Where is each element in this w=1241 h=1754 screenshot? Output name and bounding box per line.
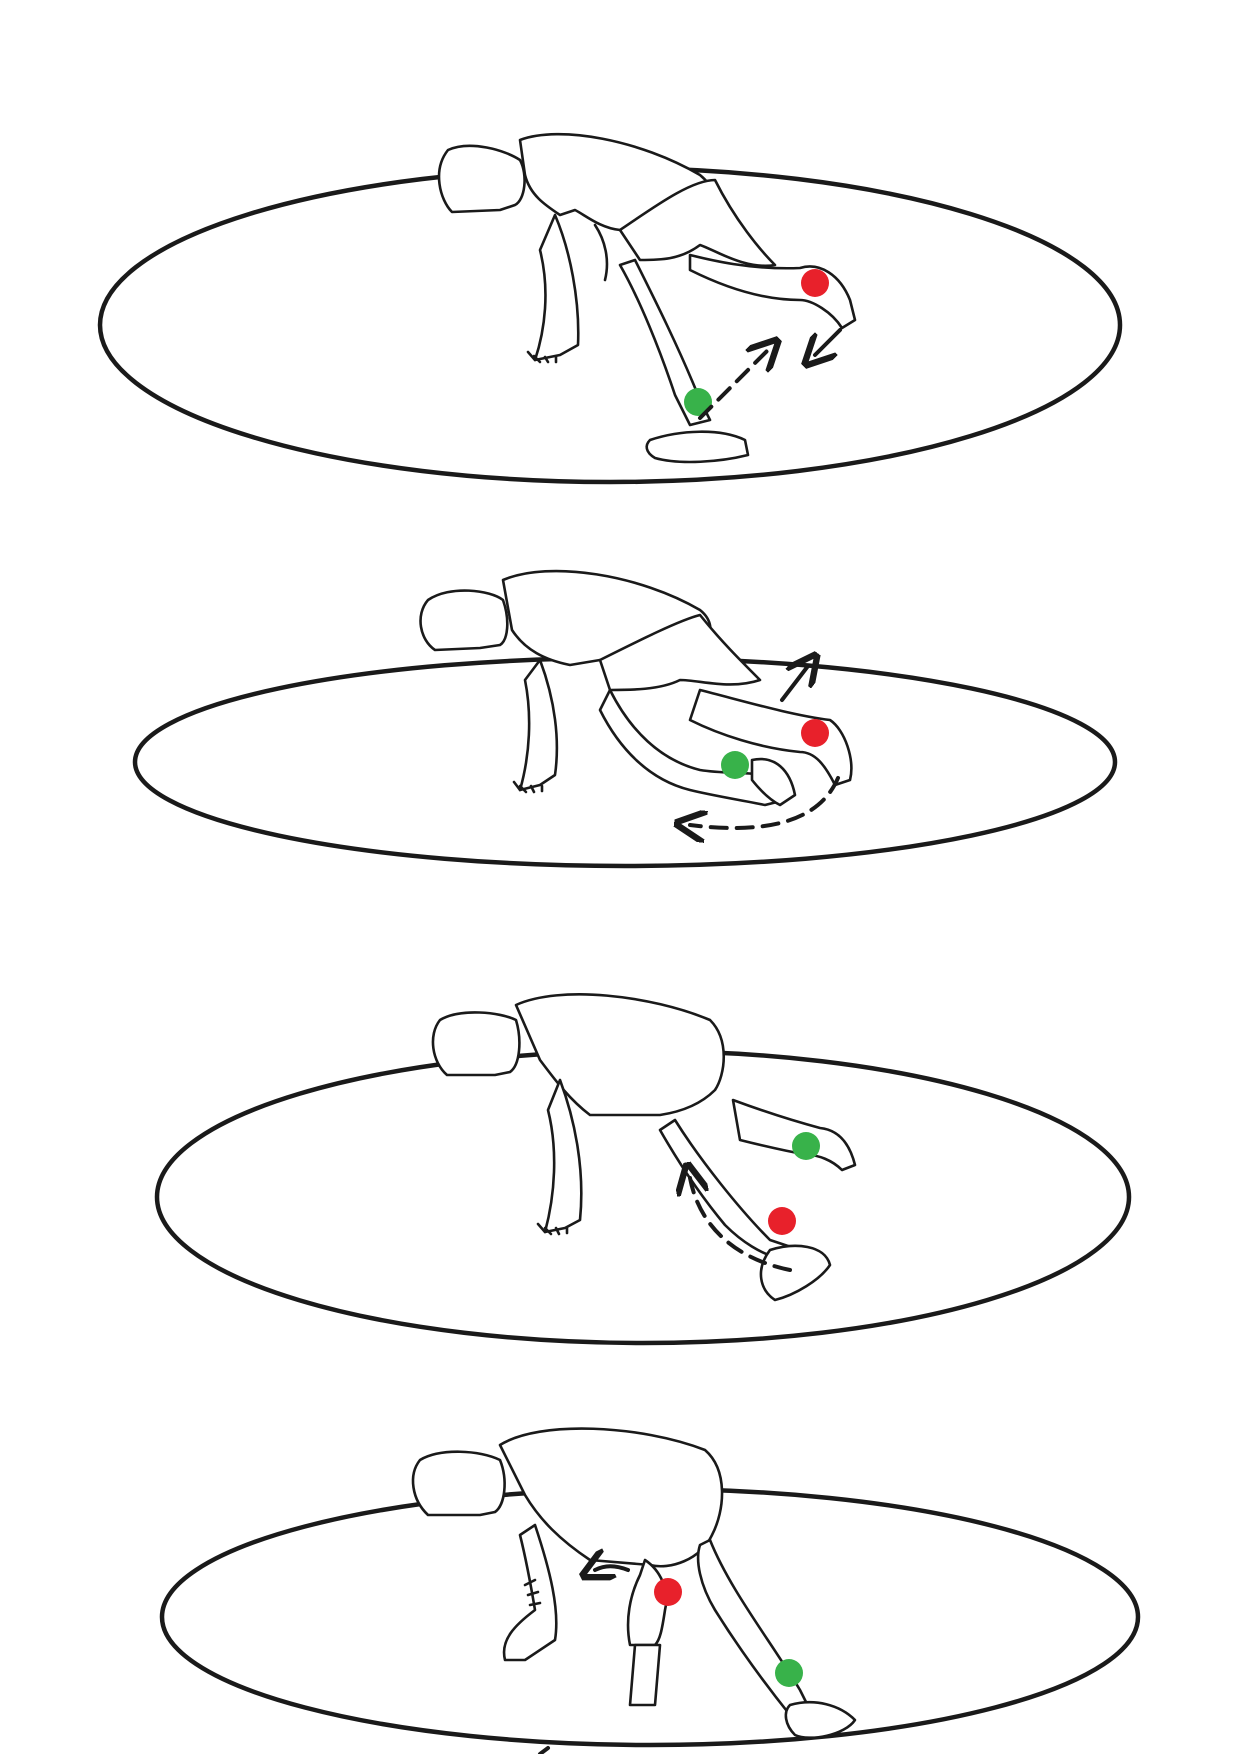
dancer-leg-front — [696, 1538, 812, 1717]
red-dot — [768, 1207, 796, 1235]
dancer-hand — [512, 780, 544, 794]
green-dot — [721, 751, 749, 779]
panel-4 — [159, 1427, 1141, 1754]
dancer-arm-far — [593, 223, 609, 282]
dashed-arrow-up-right — [698, 350, 768, 420]
red-dot — [654, 1578, 682, 1606]
dancer-shin-back — [628, 1643, 662, 1707]
dancer-head — [419, 589, 509, 652]
dancer-hand-far — [523, 1578, 542, 1607]
arrow-partial-bottom — [538, 1746, 550, 1754]
dancer-shoe-front — [645, 430, 750, 464]
dancer-arm-near — [543, 1078, 583, 1234]
dancer-hand — [536, 1222, 569, 1236]
dancer-hand — [526, 350, 558, 364]
dancer-shoe-front — [750, 757, 797, 807]
dancer-shorts — [618, 178, 777, 268]
dancer-shoe-front — [759, 1244, 832, 1302]
dancer-shoe-front — [784, 1701, 857, 1739]
dancer-figure — [431, 993, 857, 1302]
dancer-leg-back — [731, 1098, 857, 1172]
dancer-figure — [419, 569, 853, 807]
arrow-left — [595, 1566, 630, 1570]
dancer-head — [437, 144, 526, 214]
dashed-arrow-curved-up — [690, 1178, 792, 1272]
panel-3 — [154, 993, 1132, 1346]
dancer-arm-near — [502, 1523, 558, 1662]
red-dot — [801, 719, 829, 747]
dancer-head — [411, 1450, 506, 1517]
dashed-arrow-curved-left — [690, 776, 840, 828]
green-dot — [792, 1132, 820, 1160]
dancer-leg-front — [618, 258, 712, 427]
panel-1 — [97, 132, 1123, 485]
dancer-figure — [411, 1427, 857, 1739]
dancer-arm-near — [518, 658, 559, 792]
arrow-down-left — [815, 328, 842, 355]
green-dot — [775, 1659, 803, 1687]
dancer-shorts — [598, 613, 762, 692]
dancer-figure — [437, 132, 857, 464]
red-dot — [801, 269, 829, 297]
green-dot — [684, 388, 712, 416]
dancer-leg-back — [688, 688, 853, 787]
dancer-torso — [514, 993, 726, 1117]
dancer-torso — [498, 1427, 724, 1568]
panel-2 — [132, 569, 1118, 869]
dancer-head — [431, 1011, 521, 1077]
dancer-arm-near — [533, 213, 580, 362]
arrow-up-right — [780, 666, 808, 702]
